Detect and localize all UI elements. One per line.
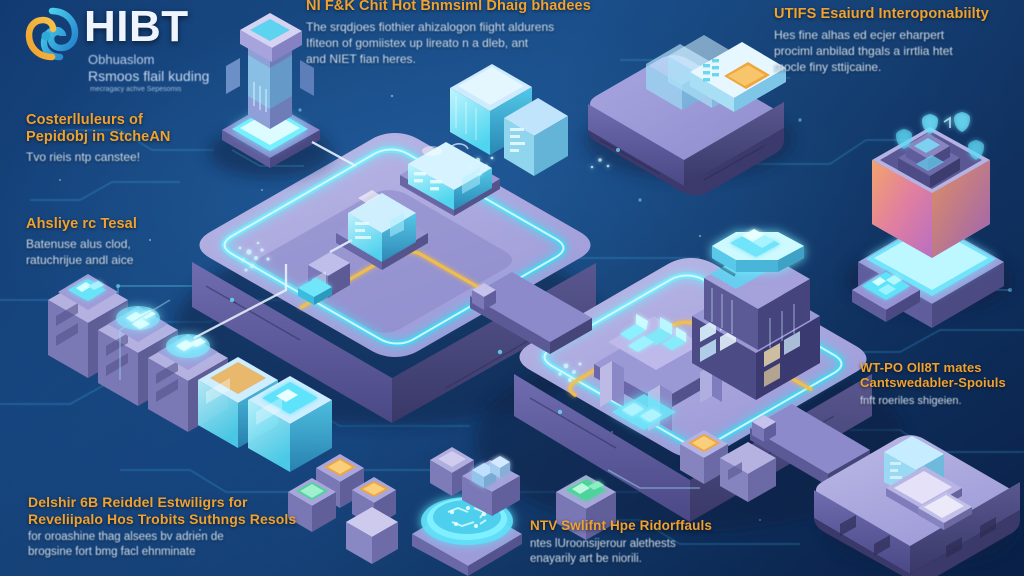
orange-chip-cube bbox=[352, 477, 396, 527]
brand-tagline-2: Rsmoos flail kuding bbox=[88, 68, 210, 84]
spiral-swirl-logo-icon bbox=[25, 7, 79, 61]
twin-glass-blocks bbox=[450, 64, 568, 176]
callout-body: for oroashine thag alsees bv adrien de b… bbox=[28, 531, 224, 559]
callout-bottom-left: Delshir 6B Reiddel Estwiligrs for Reveli… bbox=[28, 494, 318, 561]
brand-tagline-1: Obhuaslom bbox=[88, 52, 155, 67]
callout-body: ntes lUroonsijerour alethests enayarily … bbox=[530, 537, 676, 566]
callout-body: Hes fine alhas ed ecjer eharpert prociml… bbox=[774, 28, 953, 75]
shield-icon-group bbox=[896, 112, 984, 160]
crystal-pad-small bbox=[852, 270, 920, 322]
callout-heading: NI F&K Chit Hot Bnmsiml Dhaig bhadees bbox=[306, 0, 591, 14]
callout-heading: Delshir 6B Reiddel Estwiligrs for Reveli… bbox=[28, 494, 297, 527]
laptop-workstation bbox=[814, 435, 1020, 576]
secure-vault-structure bbox=[692, 229, 820, 400]
callout-top-right: UTIFS Esaiurd Interoponabiilty Hes fine … bbox=[774, 6, 1024, 75]
callout-heading: WT-PO OlI8T mates Cantswedabler-Spoiuls bbox=[860, 360, 1006, 391]
callout-left-mid: Ahsliye rc Tesal Batenuse alus clod, rat… bbox=[26, 216, 226, 268]
callout-heading: UTIFS Esaiurd Interoponabiilty bbox=[774, 6, 989, 22]
blank-cube bbox=[346, 507, 398, 564]
machine-cube bbox=[720, 442, 776, 502]
server-box bbox=[48, 274, 128, 378]
chip-icon bbox=[724, 62, 770, 89]
glass-data-cube bbox=[248, 376, 332, 472]
machine-cluster bbox=[462, 456, 520, 516]
gate-pylon bbox=[298, 238, 353, 305]
glowing-circular-pad bbox=[412, 497, 522, 576]
callout-heading: NTV Swlifnt Hpe Ridorffauls bbox=[530, 518, 712, 533]
green-chip-cube bbox=[288, 478, 336, 532]
callout-heading: Costerlluleurs of Pepidobj in StcheAN bbox=[26, 112, 171, 146]
callout-body: fnft roeriles shigeien. bbox=[860, 394, 962, 407]
bottom-cube-row bbox=[288, 430, 776, 576]
callout-top-center: NI F&K Chit Hot Bnmsiml Dhaig bhadees Th… bbox=[306, 0, 606, 67]
bridge-connector-left bbox=[470, 272, 592, 354]
warm-gradient-vault bbox=[846, 112, 1014, 328]
callout-body: The srqdjoes fiothier ahizalogon fiight … bbox=[306, 20, 555, 67]
callout-body: Batenuse alus clod, ratuchrijue andl aic… bbox=[26, 237, 134, 268]
brand-name: HIBT bbox=[84, 2, 189, 51]
green-chip-cube bbox=[556, 475, 616, 540]
cube-chain-left bbox=[48, 264, 396, 527]
glowing-tower-structure bbox=[208, 13, 357, 178]
brand-logo[interactable]: HIBT Obhuaslom Rsmoos flail kuding mecra… bbox=[22, 2, 234, 94]
callout-heading: Ahsliye rc Tesal bbox=[26, 216, 137, 232]
callout-bottom-center: NTV Swlifnt Hpe Ridorffauls ntes lUroons… bbox=[530, 518, 780, 568]
callout-left-upper: Costerlluleurs of Pepidobj in StcheAN Tv… bbox=[26, 112, 236, 165]
server-block-building bbox=[400, 142, 500, 216]
holographic-monitor-platform bbox=[585, 35, 795, 196]
crystal-gate-structure bbox=[594, 314, 722, 431]
brand-tagline-3: mecragacy achve Sepesomis bbox=[90, 86, 182, 93]
callout-right-mid: WT-PO OlI8T mates Cantswedabler-Spoiuls … bbox=[860, 360, 1024, 408]
orange-chip-cube bbox=[680, 430, 728, 484]
callout-body: Tvo rieis ntp canstee! bbox=[26, 150, 141, 165]
data-cube-building bbox=[336, 190, 428, 270]
